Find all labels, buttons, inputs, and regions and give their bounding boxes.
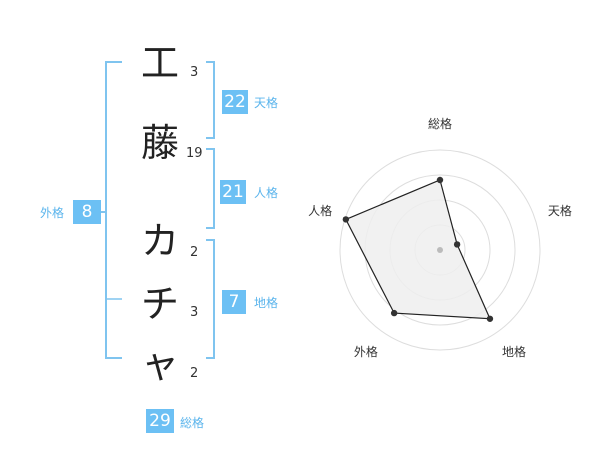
- brackets: [98, 61, 215, 359]
- jinkaku-value: 21: [220, 180, 246, 204]
- radar-axis-label: 人格: [308, 203, 332, 218]
- radar-axis-label: 天格: [548, 203, 572, 218]
- name-char-2: 藤: [140, 121, 179, 165]
- radar-center: [437, 247, 443, 253]
- stroke-count-3: 2: [190, 245, 199, 260]
- name-char-4: チ: [140, 282, 179, 326]
- name-char-5: ャ: [140, 342, 179, 386]
- jinkaku-bracket: [206, 148, 215, 229]
- radar-axis-label: 総格: [428, 116, 452, 131]
- soukaku-value: 29: [146, 409, 174, 433]
- jinkaku-label: 人格: [254, 186, 279, 200]
- tenkaku-value: 22: [222, 90, 248, 114]
- gaikaku-value: 8: [73, 200, 101, 224]
- radar-axis-label: 地格: [502, 344, 526, 359]
- radar-axis-label: 外格: [354, 344, 378, 359]
- chikaku-bracket: [206, 239, 215, 359]
- radar-point: [342, 216, 350, 223]
- radar-point: [390, 309, 398, 317]
- chikaku-value: 7: [222, 290, 246, 314]
- radar-point: [486, 315, 494, 322]
- radar-area: [345, 179, 491, 320]
- radar-point: [436, 176, 444, 184]
- radar-point: [453, 241, 461, 248]
- gaikaku-bracket: [105, 61, 122, 359]
- tenkaku-bracket: [206, 61, 215, 139]
- gaikaku-label: 外格: [40, 206, 65, 220]
- radar-ring: [339, 149, 541, 351]
- stroke-count-2: 19: [186, 146, 203, 161]
- stroke-count-4: 3: [190, 305, 199, 320]
- stroke-count-5: 2: [190, 366, 199, 381]
- chikaku-label: 地格: [254, 296, 279, 310]
- name-char-3: カ: [140, 219, 179, 263]
- stroke-count-1: 3: [190, 65, 199, 80]
- name-char-1: 工: [140, 41, 179, 85]
- tenkaku-label: 天格: [254, 96, 279, 110]
- soukaku-label: 総格: [180, 416, 205, 430]
